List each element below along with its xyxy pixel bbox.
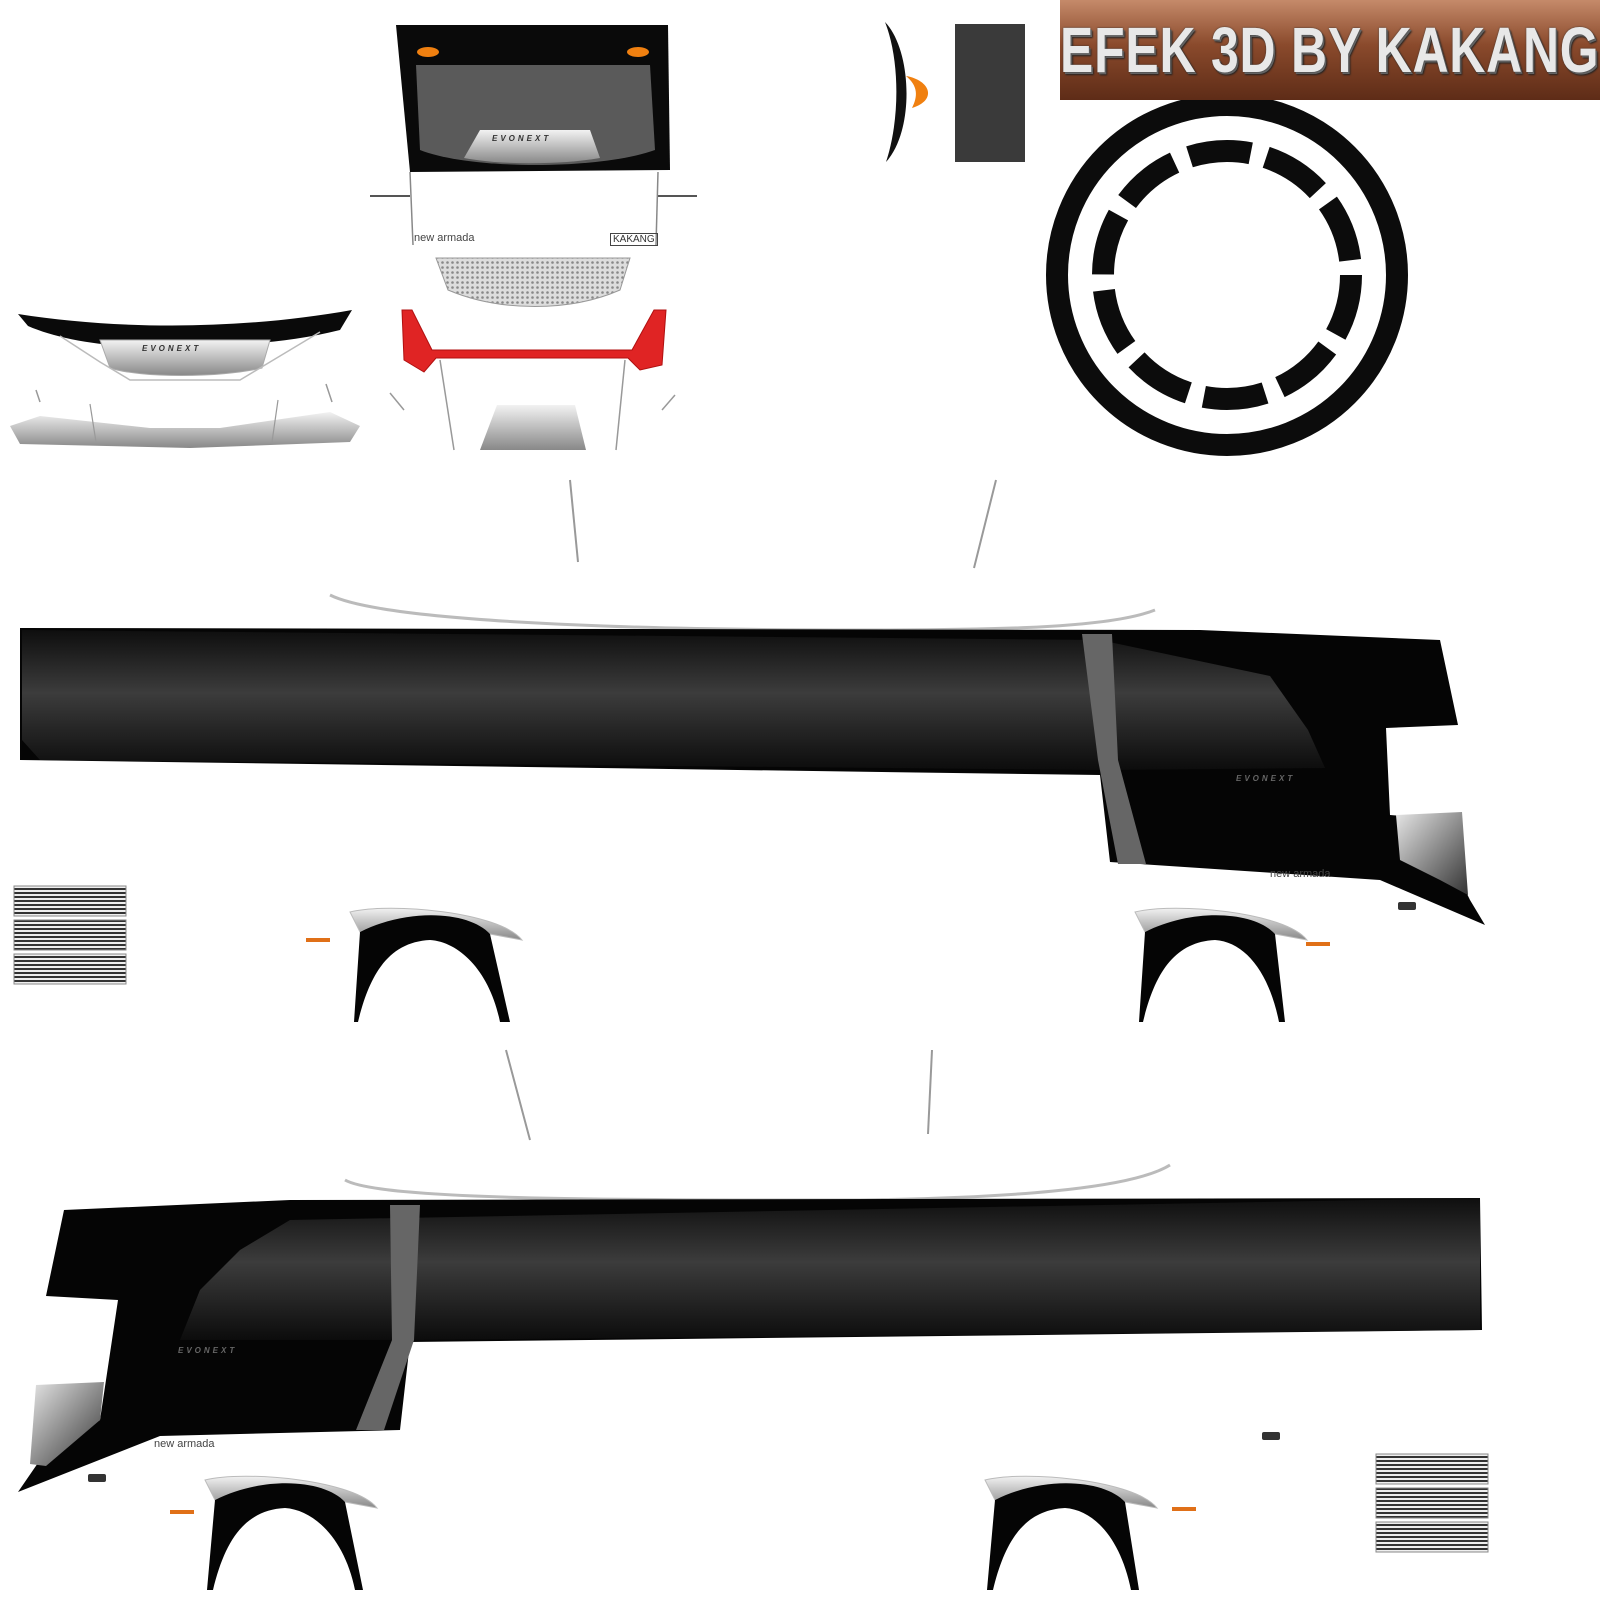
side-left-fuel-cap-2 — [1262, 1432, 1280, 1440]
front-body-edge-right — [655, 171, 659, 246]
front-plate-area — [480, 405, 586, 450]
mirror-panel — [955, 24, 1025, 162]
side-right-pillar — [1082, 634, 1146, 864]
front-view — [370, 25, 697, 451]
front-lower-line-left — [439, 359, 455, 451]
side-right-fuel-cap — [1398, 902, 1416, 910]
vents — [13, 885, 1489, 1553]
front-lower-line-right — [615, 359, 626, 451]
front-grille — [435, 257, 631, 307]
side-left-pillar — [356, 1205, 420, 1430]
front-marker-lamp-right — [627, 47, 649, 57]
side-right-view — [20, 628, 1485, 925]
wheel-arch-1 — [349, 907, 524, 1022]
mirror-icon — [885, 22, 907, 162]
side-left-fuel-cap — [88, 1474, 106, 1482]
banner-title: EFEK 3D BY KAKANG — [1060, 14, 1600, 86]
front-fog-right — [661, 394, 676, 411]
front-fog-left — [389, 392, 405, 411]
side-left-brand-label: new armada — [154, 1438, 215, 1450]
side-marker-4 — [1172, 1507, 1196, 1511]
side-left-window-band — [180, 1198, 1480, 1340]
rear-line-left — [35, 389, 41, 403]
mirror-parts — [885, 22, 1025, 162]
mirror-lamp — [906, 76, 929, 108]
wheel-arches — [170, 907, 1330, 1590]
side-marker-2 — [1306, 942, 1330, 946]
front-plate-label: KAKANG — [610, 233, 658, 246]
front-model-badge: EVONEXT — [492, 134, 552, 143]
front-brand-label: new armada — [414, 232, 475, 244]
side-right-window-band — [22, 630, 1325, 770]
side-marker-1 — [306, 938, 330, 942]
side-right-model-label: EVONEXT — [1236, 774, 1296, 783]
side-left-model-label: EVONEXT — [178, 1346, 238, 1355]
rear-crease-left — [89, 403, 97, 443]
rear-crease-right — [271, 399, 279, 443]
wheel-arch-4 — [984, 1475, 1159, 1590]
side-right-brand-label: new armada — [1270, 868, 1331, 880]
steering-wheel-icon — [1046, 94, 1408, 456]
side-right-rear-lamp — [1396, 812, 1468, 895]
side-marker-3 — [170, 1510, 194, 1514]
rear-roof-cap — [18, 310, 352, 348]
rear-badge-plate — [99, 339, 271, 376]
wheel-arch-3 — [204, 1475, 379, 1590]
rear-window-outline — [59, 331, 321, 381]
side-left-view — [18, 1198, 1482, 1492]
rear-line-right — [325, 383, 333, 403]
rear-view — [10, 310, 360, 448]
side-left-rear-lamp — [30, 1382, 104, 1466]
pillar-lines — [329, 479, 1171, 1202]
rear-model-badge: EVONEXT — [142, 344, 202, 353]
front-body-edge-left — [409, 171, 414, 246]
banner: EFEK 3D BY KAKANG — [1060, 0, 1600, 100]
front-red-bumper-trim — [401, 309, 667, 373]
rear-bumper — [10, 412, 360, 448]
front-badge-plate — [464, 130, 600, 164]
wheel-arch-2 — [1134, 907, 1309, 1022]
front-marker-lamp-left — [417, 47, 439, 57]
